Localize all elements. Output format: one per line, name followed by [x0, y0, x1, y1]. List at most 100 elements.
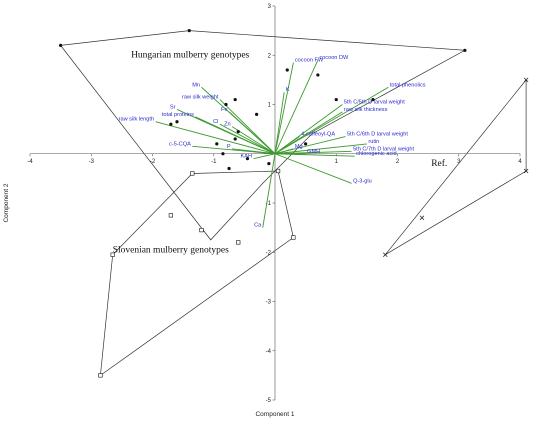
x-tick-label: 2 [396, 159, 400, 165]
loading-label: GMH [307, 149, 320, 155]
x-tick-label: -1 [211, 159, 217, 165]
point-slovenian [199, 227, 204, 233]
loading-vector [228, 111, 276, 155]
point-reference [419, 215, 425, 221]
loading-label: chlorogenic acid [356, 151, 396, 157]
loading-label: Sr [170, 104, 176, 110]
loading-label: cocoon DW [319, 55, 349, 61]
point-hungarian [285, 68, 289, 72]
point-hungarian [215, 142, 219, 146]
loading-label: P [227, 144, 231, 150]
y-tick-label: -3 [266, 300, 272, 306]
loading-label: Mg [295, 144, 303, 150]
loading-label: Mn [192, 82, 200, 88]
loading-label: cocoon FW [295, 58, 324, 64]
y-tick-label: 1 [268, 103, 272, 109]
loading-label: 4-caffeoyl-QA [301, 132, 335, 138]
loading-label: 5th C/6th D larval weight [347, 132, 408, 138]
point-hungarian [267, 162, 271, 166]
y-tick-label: -2 [266, 250, 272, 256]
group-label: Slovenian mulberry genotypes [113, 245, 229, 255]
loading-label: KAH [241, 154, 253, 160]
loading-vector [232, 148, 276, 155]
loading-vector [262, 153, 276, 228]
point-reference [523, 77, 529, 83]
point-hungarian [463, 48, 467, 52]
loading-vector [155, 121, 276, 155]
x-axis-title: Component 1 [255, 411, 294, 418]
group-hulls [60, 30, 527, 376]
point-slovenian [275, 168, 281, 174]
point-reference [383, 252, 388, 257]
loading-label: total proteins [162, 112, 194, 118]
loading-label: K [286, 87, 290, 93]
x-tick-label: -2 [150, 159, 156, 165]
y-axis-title: Component 2 [3, 183, 10, 222]
point-slovenian [236, 240, 241, 245]
loading-vector [274, 86, 389, 155]
point-hungarian [221, 152, 225, 156]
loading-label: rutin [368, 139, 379, 145]
y-tick-label: 2 [268, 53, 272, 59]
loading-vector [219, 123, 276, 155]
point-hungarian [316, 73, 320, 77]
point-hungarian [236, 129, 240, 134]
loading-label: Q-3-glu [353, 178, 372, 184]
y-tick-label: -1 [266, 201, 272, 207]
loading-label: Cl [213, 119, 218, 125]
point-hungarian [59, 43, 63, 48]
axes: -4 -3 -2 -1 1 2 3 4 -5 -4 -3 -2 -1 1 2 3 [27, 4, 522, 404]
x-tick-label: 4 [518, 159, 522, 165]
point-slovenian [190, 171, 195, 176]
loading-vector [274, 143, 367, 155]
group-label: Ref. [431, 158, 447, 169]
point-hungarian [187, 29, 191, 33]
x-tick-label: -4 [27, 159, 33, 165]
y-tick-label: 3 [268, 4, 272, 10]
loading-vector [274, 148, 294, 155]
point-slovenian [291, 235, 296, 240]
group-label: Hungarian mulberry genotypes [131, 51, 249, 61]
x-tick-label: 3 [457, 159, 461, 165]
loading-label: total phenolics [390, 82, 426, 88]
data-points [59, 29, 529, 378]
loading-label: Fe [221, 107, 228, 113]
point-hungarian [175, 120, 179, 124]
loading-vector [274, 92, 285, 154]
y-axis-ticks: -5 -4 -3 -2 -1 1 2 3 [266, 4, 275, 404]
point-hungarian [233, 97, 237, 102]
loading-vector [219, 99, 276, 155]
loading-vector [274, 153, 352, 184]
point-hungarian [255, 112, 259, 116]
loading-label: raw silk length [119, 117, 154, 123]
loading-vector [195, 116, 276, 155]
loading-label: 5th C/5th D larval weight [344, 100, 405, 106]
y-tick-label: -4 [266, 349, 272, 355]
point-hungarian [245, 157, 250, 161]
loading-vector [274, 153, 355, 157]
loading-vector [274, 62, 294, 154]
point-hungarian [304, 142, 308, 146]
loading-vector [274, 111, 343, 155]
loading-label: Ca [254, 223, 262, 229]
hull-group-1 [100, 170, 294, 376]
point-reference [523, 168, 529, 174]
hull-group-2 [385, 79, 527, 256]
point-hungarian [224, 102, 228, 107]
point-hungarian [233, 137, 237, 141]
loading-label: Zn [224, 122, 231, 128]
loading-label: 5th C/7th D larval weight [353, 146, 414, 152]
loading-label: c-5-CQA [169, 141, 191, 147]
loading-vector [274, 136, 300, 155]
loading-vector [253, 153, 276, 160]
y-tick-label: -5 [266, 398, 272, 404]
point-hungarian [169, 122, 173, 126]
loading-vector [274, 59, 319, 154]
point-slovenian [168, 213, 173, 218]
point-slovenian [98, 373, 103, 378]
point-hungarian [371, 97, 375, 102]
